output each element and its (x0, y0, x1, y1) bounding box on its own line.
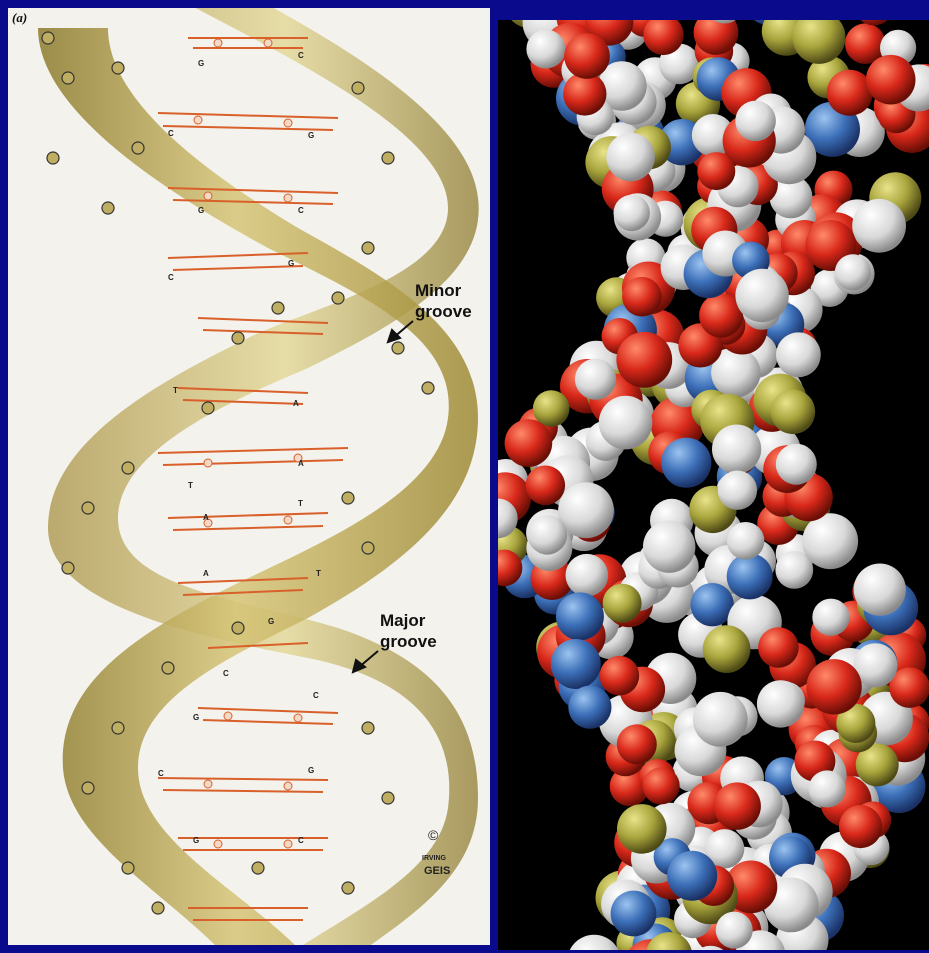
atom-sphere (812, 599, 849, 636)
atom-sphere (802, 513, 858, 569)
minor-groove-label-line2: groove (415, 302, 472, 321)
base-label: T (298, 499, 303, 508)
base-label: A (298, 459, 304, 468)
panel-label: (a) (12, 10, 27, 25)
atom-sphere (575, 359, 616, 400)
space-filling-model (498, 20, 929, 950)
copyright-symbol: © (428, 827, 439, 843)
dna-ribbon-illustration: G C C G G C G C T A T A A T A T G C C G (8, 8, 490, 945)
base-label: C (168, 273, 174, 282)
base-label: T (173, 386, 178, 395)
base-label: C (223, 669, 229, 678)
base-label: G (198, 206, 204, 215)
major-groove-label-line2: groove (380, 632, 437, 651)
base-label: T (188, 481, 193, 490)
base-label: G (193, 836, 199, 845)
atom-sphere (564, 33, 610, 79)
atom-sphere (757, 680, 804, 727)
svg-text:IRVING: IRVING (422, 855, 447, 862)
atom-sphere (617, 804, 667, 854)
base-label: C (158, 769, 164, 778)
atom-sphere (693, 692, 748, 747)
base-label: G (308, 766, 314, 775)
atom-sphere (806, 659, 861, 714)
base-atoms (194, 39, 302, 848)
svg-text:GEIS: GEIS (424, 865, 450, 877)
atom-sphere (718, 471, 757, 510)
base-label: A (293, 399, 299, 408)
minor-groove-label-line1: Minor (415, 281, 462, 300)
atom-sphere (758, 627, 799, 668)
atom-sphere (827, 70, 873, 116)
atom-sphere (866, 55, 916, 105)
atom-sphere (526, 466, 566, 506)
atom-sphere (600, 656, 640, 696)
base-label: G (288, 259, 294, 268)
atom-sphere (526, 30, 565, 69)
atom-sphere (643, 767, 680, 804)
space-filling-atoms (498, 20, 929, 950)
base-label: G (198, 59, 204, 68)
atom-sphere (566, 554, 609, 597)
base-label: C (298, 836, 304, 845)
base-label: G (308, 131, 314, 140)
base-label: C (298, 206, 304, 215)
atom-sphere (852, 199, 906, 253)
atom-sphere (617, 724, 657, 764)
atom-sphere (603, 584, 642, 623)
base-label: C (168, 129, 174, 138)
minor-groove-arrow (388, 321, 413, 342)
atom-sphere (727, 553, 773, 599)
atom-sphere (771, 390, 816, 435)
atom-sphere (735, 101, 776, 142)
atom-sphere (839, 805, 882, 848)
atom-sphere (712, 425, 761, 474)
atom-sphere (551, 639, 601, 689)
atom-sphere (622, 277, 662, 317)
atom-sphere (611, 891, 657, 937)
atom-sphere (567, 935, 621, 950)
atom-sphere (735, 269, 788, 322)
atom-sphere (716, 912, 753, 949)
atom-sphere (568, 686, 611, 729)
base-label: A (203, 513, 209, 522)
base-label: C (313, 691, 319, 700)
atom-sphere (505, 419, 553, 467)
atom-sphere (792, 20, 845, 64)
atom-sphere (703, 625, 751, 673)
atom-sphere (854, 564, 906, 616)
atom-sphere (727, 522, 765, 560)
atom-sphere (528, 515, 568, 555)
base-label: G (193, 713, 199, 722)
atom-sphere (809, 770, 846, 807)
atom-sphere (614, 195, 650, 231)
base-label: C (298, 51, 304, 60)
major-groove-label-line1: Major (380, 611, 426, 630)
atom-sphere (643, 521, 695, 573)
base-label: G (268, 617, 274, 626)
base-label: T (316, 569, 321, 578)
atom-sphere (835, 254, 871, 290)
atom-sphere (661, 438, 711, 488)
atom-sphere (776, 444, 817, 485)
atom-sphere (616, 332, 672, 388)
atom-sphere (667, 851, 717, 901)
atom-sphere (599, 396, 653, 450)
atom-sphere (714, 782, 761, 829)
atom-sphere (606, 133, 655, 182)
ball-and-stick-diagram: G C C G G C G C T A T A A T A T G C C G (8, 8, 490, 945)
base-label: A (203, 569, 209, 578)
atom-sphere (691, 583, 734, 626)
atom-sphere (776, 332, 821, 377)
atom-sphere (533, 390, 570, 427)
atom-sphere (556, 592, 604, 640)
